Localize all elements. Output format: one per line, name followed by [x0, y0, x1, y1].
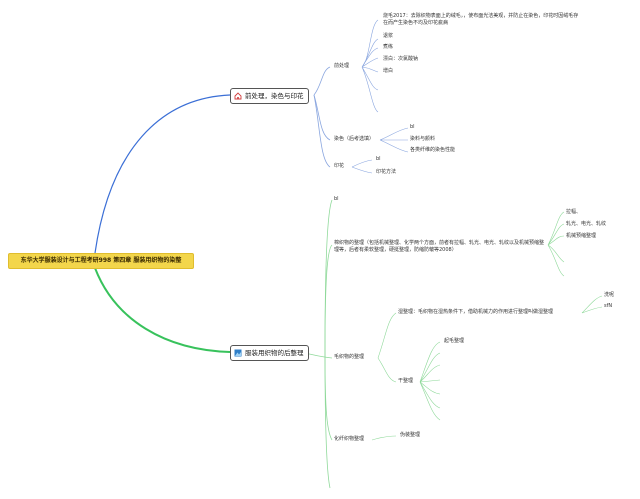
- connector-wool-wet: [377, 312, 397, 359]
- topic-pretreatment[interactable]: 前处理: [334, 63, 350, 69]
- leaf-dyes-pigments[interactable]: 染料与颜料: [410, 136, 436, 142]
- connector-b1-printing: [313, 94, 331, 168]
- connector-dyeing-leaves: [379, 127, 409, 153]
- leaf-washing[interactable]: 洗呢: [604, 292, 615, 298]
- topic-wool-finishing[interactable]: 毛织物的整理: [334, 354, 365, 360]
- connector-wool-dry: [377, 357, 397, 383]
- branch-label: 服装用织物的后整理: [245, 349, 304, 357]
- leaf-tentering[interactable]: 拉幅、: [566, 209, 582, 215]
- connector-b1-pretreat: [313, 66, 331, 96]
- leaf-singeing[interactable]: 烧毛2017：去除织物表面上的绒毛，，使布面光洁美观，并防止在染色，印花时因绒毛…: [383, 13, 579, 26]
- topic-printing[interactable]: 印花: [334, 163, 345, 169]
- topic-dyeing[interactable]: 染色（后考选填）: [334, 136, 375, 142]
- leaf-calendering[interactable]: 轧光、电光、轧纹: [566, 221, 607, 227]
- connector-dry-leaves: [419, 341, 441, 421]
- connector-cotton-leaves: [547, 211, 565, 277]
- leaf-mechanical-preshrink[interactable]: 机械预缩整理: [566, 233, 597, 239]
- leaf-sfn[interactable]: sfN: [604, 303, 613, 309]
- leaf-fiber-dyeing-properties[interactable]: 各类纤维的染色性能: [410, 147, 456, 153]
- topic-cotton-finishing[interactable]: 棉织物的整理（包括机械整理、化学两个方面，前者有拉幅、轧光、电光、轧纹以及机械预…: [334, 240, 545, 253]
- root-topic[interactable]: 东华大学服装设计与工程考研998 第四章 服装用织物的染整: [8, 253, 194, 269]
- leaf-scouring[interactable]: 煮练: [383, 44, 394, 50]
- topic-finishing-bl[interactable]: bl: [334, 196, 339, 202]
- leaf-whitening[interactable]: 增白: [383, 68, 394, 74]
- connector-b2-bl: [324, 199, 333, 353]
- branch-finishing[interactable]: 服装用织物的后整理: [230, 345, 309, 361]
- image-icon: [234, 349, 242, 357]
- connector-b2-cotton: [324, 244, 333, 353]
- connector-b1-dyeing: [313, 94, 331, 141]
- leaf-camouflage[interactable]: 伪装整理: [400, 432, 421, 438]
- connector-root-branch2: [94, 267, 231, 353]
- connector-pretreat-leaves: [361, 19, 379, 113]
- connector-synthetic-leaves: [371, 435, 397, 441]
- topic-dry-finishing[interactable]: 干整理: [398, 378, 414, 384]
- branch-label: 前处理，染色与印花: [245, 92, 304, 100]
- leaf-dyeing-bl[interactable]: bl: [410, 124, 415, 130]
- leaf-printing-methods[interactable]: 印花方法: [376, 169, 397, 175]
- leaf-bleaching[interactable]: 漂白：次氯酸钠: [383, 56, 419, 62]
- connector-printing-leaves: [351, 159, 373, 174]
- branch-pretreatment-dyeing-printing[interactable]: 前处理，染色与印花: [230, 88, 309, 104]
- home-icon: [234, 92, 242, 100]
- leaf-printing-bl[interactable]: bl: [376, 156, 381, 162]
- leaf-desizing[interactable]: 退浆: [383, 33, 394, 39]
- topic-wet-finishing[interactable]: 湿整理：毛织物在湿热条件下，借助机械力的作用进行整理叫做湿整理: [398, 309, 554, 315]
- topic-synthetic-finishing[interactable]: 化纤织物整理: [334, 436, 365, 442]
- leaf-raising[interactable]: 起毛整理: [444, 338, 465, 344]
- connector-b2-tail: [324, 351, 331, 489]
- connector-wet-leaves: [581, 295, 603, 314]
- connector-root-branch1: [94, 94, 231, 254]
